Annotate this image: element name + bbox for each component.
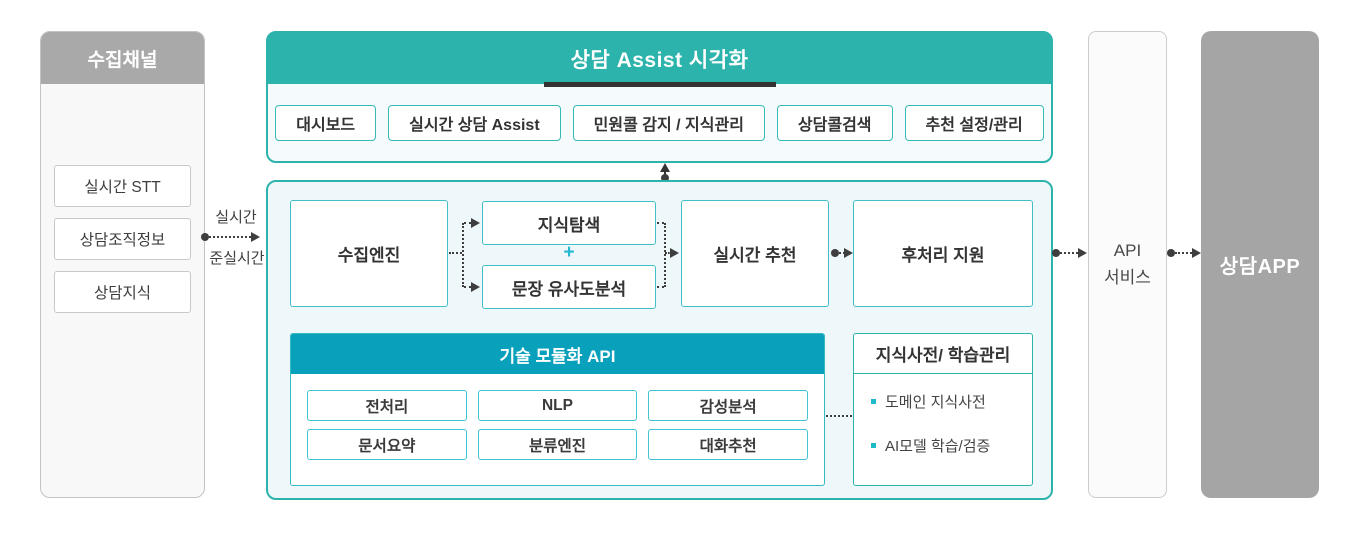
flow-dot-icon xyxy=(661,174,669,182)
module-api-title: 기술 모듈화 API xyxy=(291,334,824,374)
square-bullet-icon xyxy=(871,442,876,448)
dotted-line xyxy=(657,286,664,288)
dotted-line xyxy=(839,252,845,254)
assist-visualization-header: 상담 Assist 시각화 xyxy=(268,33,1051,87)
collection-channel-panel: 수집채널 실시간 STT 상담조직정보 상담지식 xyxy=(40,31,205,498)
arrow-right-icon xyxy=(670,248,679,258)
consult-app-title: 상담APP xyxy=(1219,256,1301,278)
api-service-line1: API xyxy=(1113,241,1142,261)
dotted-line xyxy=(209,236,251,238)
source-item-org-info: 상담조직정보 xyxy=(54,218,191,260)
sentence-similarity-box: 문장 유사도분석 xyxy=(482,265,656,309)
knowledge-dict-items: 도메인 지식사전 AI모델 학습/검증 xyxy=(854,374,1032,457)
dotted-line xyxy=(665,252,670,254)
assist-visualization-menus: 대시보드 실시간 상담 Assist 민원콜 감지 / 지식관리 상담콜검색 추… xyxy=(268,84,1051,161)
arrow-up-icon xyxy=(660,163,670,172)
module-classify-engine: 분류엔진 xyxy=(477,429,638,460)
menu-dashboard: 대시보드 xyxy=(275,104,377,141)
api-service-line2: 서비스 xyxy=(1104,267,1151,287)
menu-recommend-settings: 추천 설정/관리 xyxy=(904,104,1044,141)
knowledge-dict-title: 지식사전/ 학습관리 xyxy=(854,334,1032,374)
arrow-right-icon xyxy=(471,218,480,228)
arrow-right-icon xyxy=(471,282,480,292)
assist-visualization-panel: 상담 Assist 시각화 대시보드 실시간 상담 Assist 민원콜 감지 … xyxy=(266,31,1053,163)
dict-item-domain: 도메인 지식사전 xyxy=(871,389,1032,413)
consult-app-panel: 상담APP xyxy=(1201,31,1319,498)
module-api-block: 기술 모듈화 API 전처리 NLP 감성분석 문서요약 분류엔진 대화추천 xyxy=(290,333,825,486)
arrow-right-icon xyxy=(844,248,853,258)
dotted-line xyxy=(462,223,464,287)
engine-panel: 수집엔진 지식탐색 + 문장 유사도분석 실시간 추천 후처리 지원 기술 모듈… xyxy=(266,180,1053,500)
dotted-line xyxy=(449,252,462,254)
postprocess-support-box: 후처리 지원 xyxy=(853,200,1033,307)
module-dialog-recommend: 대화추천 xyxy=(648,429,808,460)
arrow-right-icon xyxy=(1078,248,1087,258)
knowledge-dict-block: 지식사전/ 학습관리 도메인 지식사전 AI모델 학습/검증 xyxy=(853,333,1033,486)
arrow-right-icon xyxy=(1192,248,1201,258)
menu-realtime-assist: 실시간 상담 Assist xyxy=(388,104,561,141)
dotted-line xyxy=(826,415,852,417)
flow-dot-icon xyxy=(1167,249,1175,257)
dotted-line xyxy=(1175,252,1192,254)
dotted-line xyxy=(464,222,471,224)
dict-item-label: AI모델 학습/검증 xyxy=(885,437,991,455)
dotted-line xyxy=(464,286,471,288)
module-api-grid: 전처리 NLP 감성분석 문서요약 분류엔진 대화추천 xyxy=(291,374,824,460)
flow-dot-icon xyxy=(201,233,209,241)
collection-channel-title: 수집채널 xyxy=(41,32,204,84)
collect-engine-box: 수집엔진 xyxy=(290,200,448,307)
api-service-panel: API 서비스 xyxy=(1088,31,1167,498)
dotted-line xyxy=(664,223,666,287)
knowledge-search-box: 지식탐색 xyxy=(482,201,656,245)
plus-icon: + xyxy=(563,242,575,263)
source-item-realtime-stt: 실시간 STT xyxy=(54,165,191,207)
flow-label-near-realtime: 준실시간 xyxy=(209,250,265,267)
dict-item-label: 도메인 지식사전 xyxy=(885,393,986,411)
flow-dot-icon xyxy=(831,249,839,257)
flow-label-realtime: 실시간 xyxy=(215,209,257,226)
module-sentiment: 감성분석 xyxy=(648,390,808,421)
dict-item-ai-model: AI모델 학습/검증 xyxy=(871,433,1032,457)
dotted-line xyxy=(1060,252,1078,254)
realtime-recommend-box: 실시간 추천 xyxy=(681,200,829,307)
connector-line xyxy=(664,171,666,176)
assist-visualization-title: 상담 Assist 시각화 xyxy=(570,48,749,72)
arrow-right-icon xyxy=(251,232,260,242)
module-preprocess: 전처리 xyxy=(307,390,467,421)
source-item-knowledge: 상담지식 xyxy=(54,271,191,313)
flow-dot-icon xyxy=(1052,249,1060,257)
module-doc-summary: 문서요약 xyxy=(307,429,467,460)
square-bullet-icon xyxy=(871,398,876,404)
menu-call-search: 상담콜검색 xyxy=(776,104,893,141)
menu-complaint-detect-knowledge: 민원콜 감지 / 지식관리 xyxy=(572,104,765,141)
module-nlp: NLP xyxy=(477,390,638,421)
dotted-line xyxy=(657,222,664,224)
title-underline xyxy=(543,82,776,87)
